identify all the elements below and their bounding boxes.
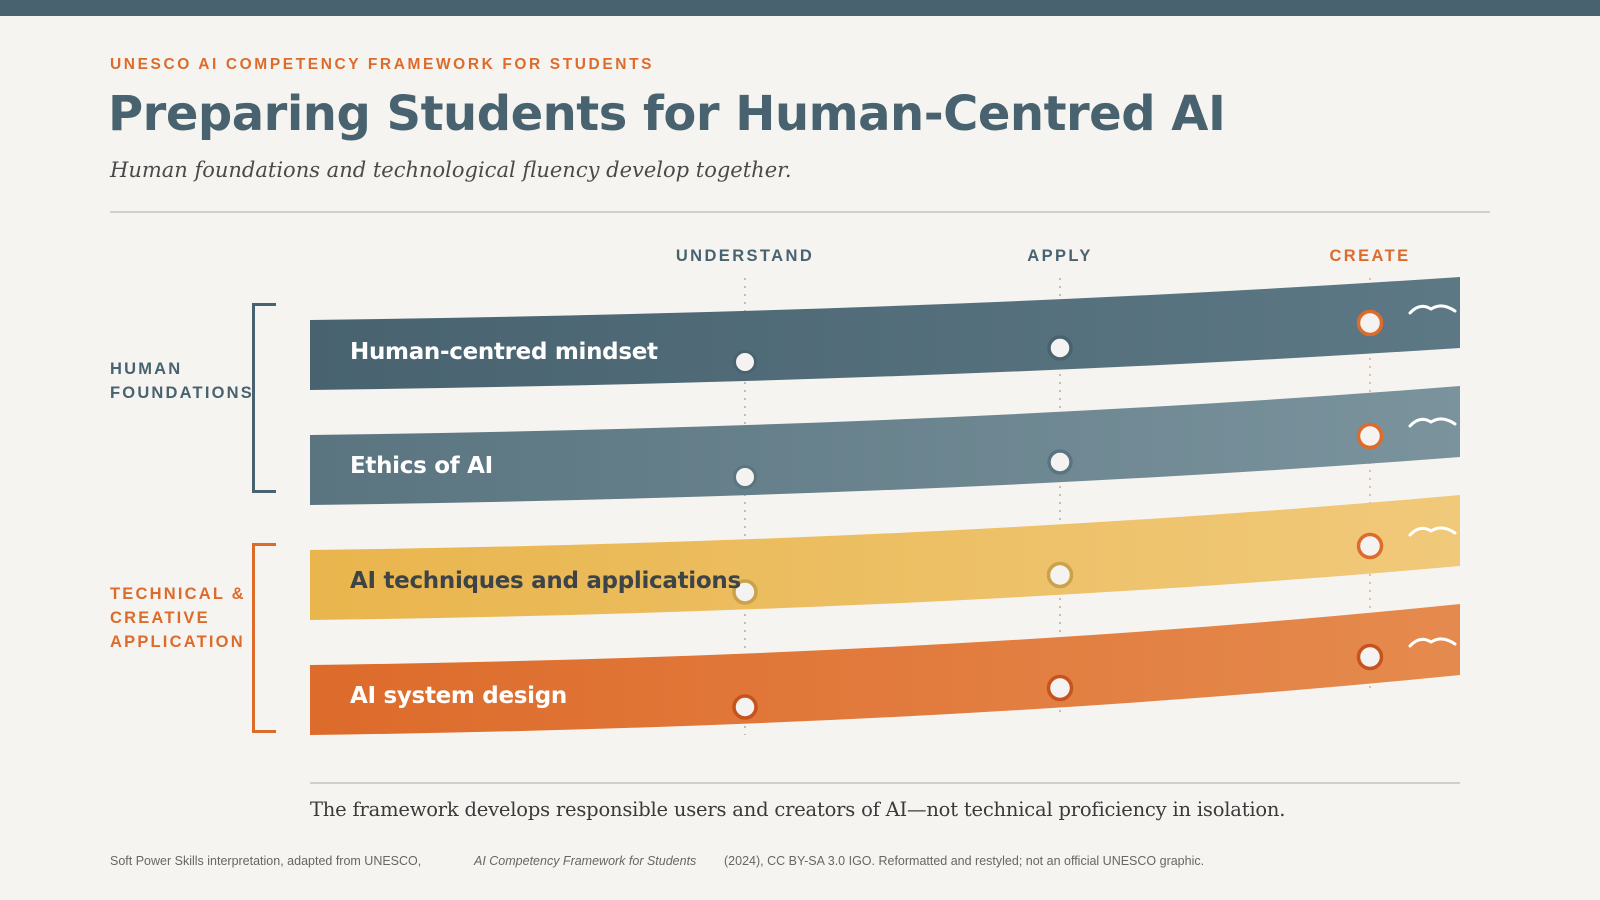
wave-icon	[1408, 417, 1457, 428]
eyebrow-label: UNESCO AI COMPETENCY FRAMEWORK FOR STUDE…	[110, 56, 655, 73]
page-title: Preparing Students for Human-Centred AI	[108, 86, 1226, 142]
marker-design-understand	[732, 694, 758, 720]
marker-ethics-create	[1356, 422, 1384, 450]
marker-design-apply	[1046, 674, 1074, 702]
wave-icon	[1408, 637, 1457, 648]
group-bracket-technical	[252, 543, 276, 733]
header-divider	[110, 211, 1490, 213]
band-label-human-centred-mindset: Human-centred mindset	[350, 339, 658, 365]
group-bracket-human	[252, 303, 276, 493]
group-label-technical-creative: TECHNICAL & CREATIVE APPLICATION	[110, 585, 246, 651]
credit-prefix: Soft Power Skills interpretation, adapte…	[110, 854, 422, 868]
wave-icon	[1408, 304, 1457, 315]
marker-techniques-apply	[1046, 561, 1074, 589]
marker-design-create	[1356, 643, 1384, 671]
band-ai-system-design	[310, 604, 1460, 735]
stage-create: CREATE	[1329, 247, 1411, 265]
marker-mindset-create	[1356, 309, 1384, 337]
wave-icon	[1408, 526, 1457, 537]
marker-mindset-apply	[1047, 335, 1073, 361]
marker-ethics-understand	[733, 465, 757, 489]
credit-suffix: (2024), CC BY-SA 3.0 IGO. Reformatted an…	[724, 854, 1205, 868]
page-subtitle: Human foundations and technological flue…	[110, 158, 792, 182]
band-label-ethics-of-ai: Ethics of AI	[350, 453, 493, 479]
marker-techniques-understand	[732, 579, 758, 605]
stage-understand: UNDERSTAND	[675, 247, 815, 265]
stage-apply: APPLY	[1027, 247, 1093, 265]
tagline: The framework develops responsible users…	[310, 798, 1286, 821]
band-label-ai-techniques: AI techniques and applications	[350, 568, 741, 594]
credit-work-title: AI Competency Framework for Students	[474, 854, 697, 868]
marker-ethics-apply	[1047, 449, 1073, 475]
band-label-ai-system-design: AI system design	[350, 683, 567, 709]
band-ai-techniques	[310, 495, 1460, 620]
band-human-centred-mindset	[310, 277, 1460, 390]
marker-techniques-create	[1356, 532, 1384, 560]
footer-divider	[310, 782, 1460, 784]
band-ethics-of-ai	[310, 386, 1460, 505]
group-label-human-foundations: HUMAN FOUNDATIONS	[110, 360, 254, 402]
top-accent-bar	[0, 0, 1600, 16]
marker-mindset-understand	[733, 350, 757, 374]
